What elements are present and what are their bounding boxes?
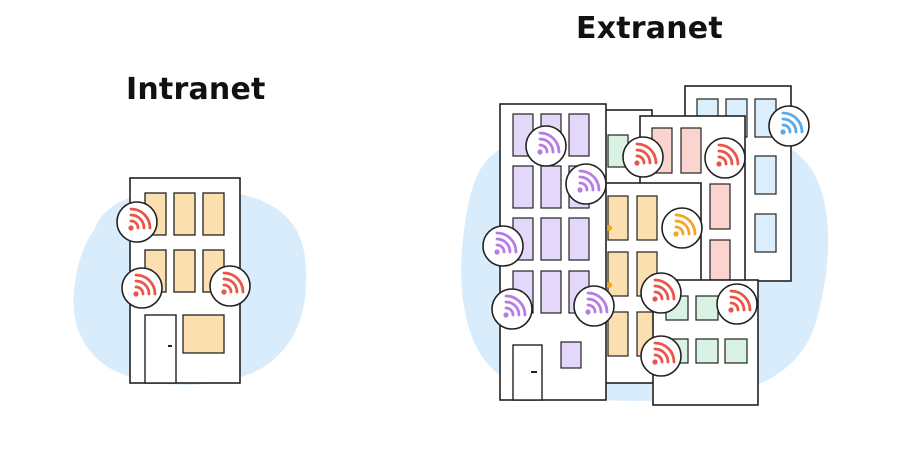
intranet-title: Intranet: [126, 72, 266, 107]
wifi-signal-icon: [572, 284, 616, 328]
door-icon: [512, 344, 543, 401]
wifi-signal-icon: [715, 282, 759, 326]
wifi-signal-icon: [524, 124, 568, 168]
wifi-signal-icon: [767, 104, 811, 148]
wifi-signal-icon: [115, 200, 159, 244]
door-icon: [144, 314, 177, 384]
wifi-signal-icon: [481, 224, 525, 268]
wifi-signal-icon: [208, 264, 252, 308]
wifi-signal-icon: [120, 266, 164, 310]
extranet-group: [461, 85, 829, 406]
intranet-group: [73, 177, 307, 385]
wifi-signal-icon: [639, 271, 683, 315]
wifi-signal-icon: [639, 334, 683, 378]
wifi-signal-icon: [703, 136, 747, 180]
extranet-title: Extranet: [576, 11, 723, 46]
wifi-signal-icon: [621, 135, 665, 179]
wifi-signal-icon: [660, 206, 704, 250]
wifi-signal-icon: [490, 287, 534, 331]
wifi-signal-icon: [564, 162, 608, 206]
